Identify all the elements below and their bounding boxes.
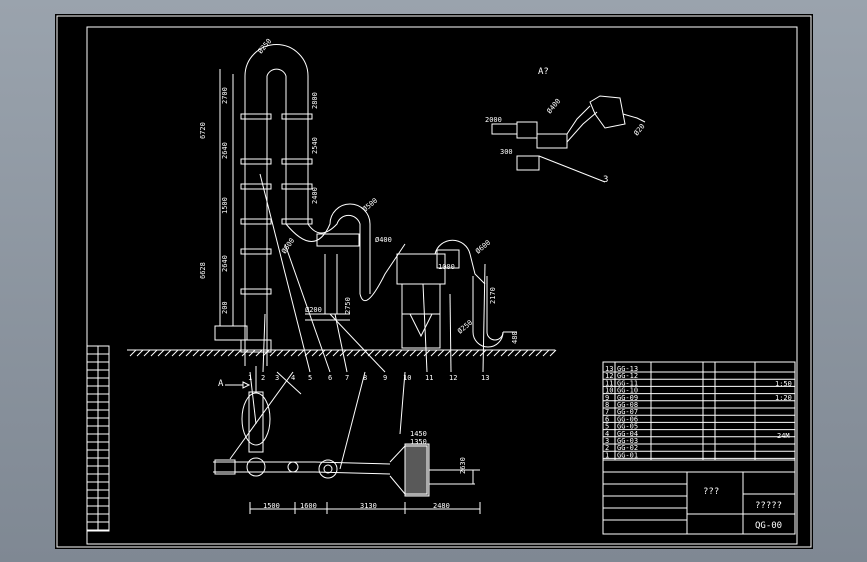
separator-unit: 1000: [396, 239, 486, 349]
dim-1500h: 1500: [263, 502, 280, 510]
ground-line: [127, 349, 557, 357]
dim-1350: 1350: [410, 438, 427, 446]
dia-200: Ø200: [305, 306, 322, 314]
dim-200: 200: [221, 301, 229, 314]
scale-note-b: 1:20: [775, 394, 792, 402]
drawing-sheet: 6720 6628 2700 2640 1500 2640 200 2800 2…: [55, 14, 813, 549]
detail-dia-400: Ø400: [545, 97, 562, 115]
part-row-code: GG-05: [617, 423, 638, 431]
part-row-code: GG-13: [617, 365, 638, 373]
dim-2640: 2640: [221, 142, 229, 159]
dim-2640b: 2640: [221, 255, 229, 272]
view-arrow-label: A: [218, 379, 224, 389]
dim-2630: 2630: [459, 457, 467, 474]
part-row-code: GG-11: [617, 379, 638, 387]
part-row-no: 11: [605, 379, 613, 387]
dia-250b: Ø250: [456, 319, 474, 336]
part-row-code: GG-06: [617, 415, 638, 423]
dia-500: Ø500: [361, 197, 379, 214]
part-balloon-8: 8: [363, 374, 367, 382]
dim-3130: 3130: [360, 502, 377, 510]
part-row-no: 4: [605, 430, 609, 438]
part-row-no: 7: [605, 408, 609, 416]
part-row-no: 5: [605, 423, 609, 431]
dim-480: 480: [511, 331, 519, 344]
lower-assembly: 1500 1600 3130 2480 1450 1350 2630 A: [213, 366, 481, 514]
dia-250: Ø250: [256, 37, 273, 55]
detail-dim-2000: 2000: [485, 116, 502, 124]
dim-2540: 2540: [311, 137, 319, 154]
dim-2170: 2170: [489, 287, 497, 304]
inner-frame: [86, 26, 798, 545]
part-row-code: GG-03: [617, 437, 638, 445]
part-balloon-11: 11: [425, 374, 433, 382]
detail-dia-20: Ø20: [632, 122, 646, 137]
part-row-no: 1: [605, 451, 609, 459]
dim-6720: 6720: [199, 122, 207, 139]
drawing-title: ???: [703, 487, 719, 497]
detail-dim-300: 300: [500, 148, 513, 156]
part-balloon-7: 7: [345, 374, 349, 382]
part-balloon-6: 6: [328, 374, 332, 382]
dim-2700: 2700: [221, 87, 229, 104]
dim-1450: 1450: [410, 430, 427, 438]
dim-1500: 1500: [221, 197, 229, 214]
part-row-code: GG-02: [617, 444, 638, 452]
part-balloon-1: 1: [248, 374, 252, 382]
cyclone-ductwork: Ø600 Ø500 Ø400 Ø200 2750 Ø250: [256, 37, 406, 321]
side-revision-table: [86, 345, 110, 532]
detail-view-a: A? 3 2000 300 Ø400 Ø20: [485, 67, 647, 185]
part-row-no: 6: [605, 415, 609, 423]
part-row-no: 3: [605, 437, 609, 445]
part-row-code: GG-07: [617, 408, 638, 416]
dia-600b: Ø600: [474, 239, 492, 256]
detail-callout: 3: [603, 175, 608, 185]
exhaust-duct: 2170 480 Ø600 Ø250: [456, 239, 519, 348]
part-row-code: GG-12: [617, 372, 638, 380]
dim-6628: 6628: [199, 262, 207, 279]
drawing-number: QG-00: [755, 521, 782, 531]
part-balloon-9: 9: [383, 374, 387, 382]
dim-1000: 1000: [438, 263, 455, 271]
part-balloon-2: 2: [261, 374, 265, 382]
part-balloon-10: 10: [403, 374, 411, 382]
detail-view-label: A?: [538, 67, 549, 77]
dia-400: Ø400: [375, 236, 392, 244]
dim-2400: 2400: [311, 187, 319, 204]
part-balloon-3: 3: [275, 374, 279, 382]
part-row-code: GG-08: [617, 401, 638, 409]
part-row-no: 9: [605, 394, 609, 402]
riser-pipe: [214, 44, 313, 366]
dim-2750: 2750: [344, 297, 352, 314]
part-row-no: 8: [605, 401, 609, 409]
part-row-code: GG-10: [617, 387, 638, 395]
dim-2480: 2480: [433, 502, 450, 510]
part-row-no: 12: [605, 372, 613, 380]
part-balloon-4: 4: [291, 374, 295, 382]
part-balloon-12: 12: [449, 374, 457, 382]
part-row-no: 2: [605, 444, 609, 452]
part-row-no: 10: [605, 387, 613, 395]
part-row-no: 13: [605, 365, 613, 373]
outer-frame: [56, 15, 812, 548]
part-row-code: GG-09: [617, 394, 638, 402]
part-row-code: GG-01: [617, 451, 638, 459]
left-dimension-chain: 6720 6628 2700 2640 1500 2640 200 2800 2…: [199, 69, 319, 326]
dim-2800: 2800: [311, 92, 319, 109]
part-row-code: GG-04: [617, 430, 638, 438]
scale-note-a: 1:50: [775, 380, 792, 388]
part-balloon-5: 5: [308, 374, 312, 382]
scale-note-c: 24M: [777, 432, 790, 440]
cad-drawing: 6720 6628 2700 2640 1500 2640 200 2800 2…: [56, 15, 812, 548]
part-balloon-13: 13: [481, 374, 489, 382]
company-name: ?????: [755, 501, 782, 511]
dim-1600: 1600: [300, 502, 317, 510]
